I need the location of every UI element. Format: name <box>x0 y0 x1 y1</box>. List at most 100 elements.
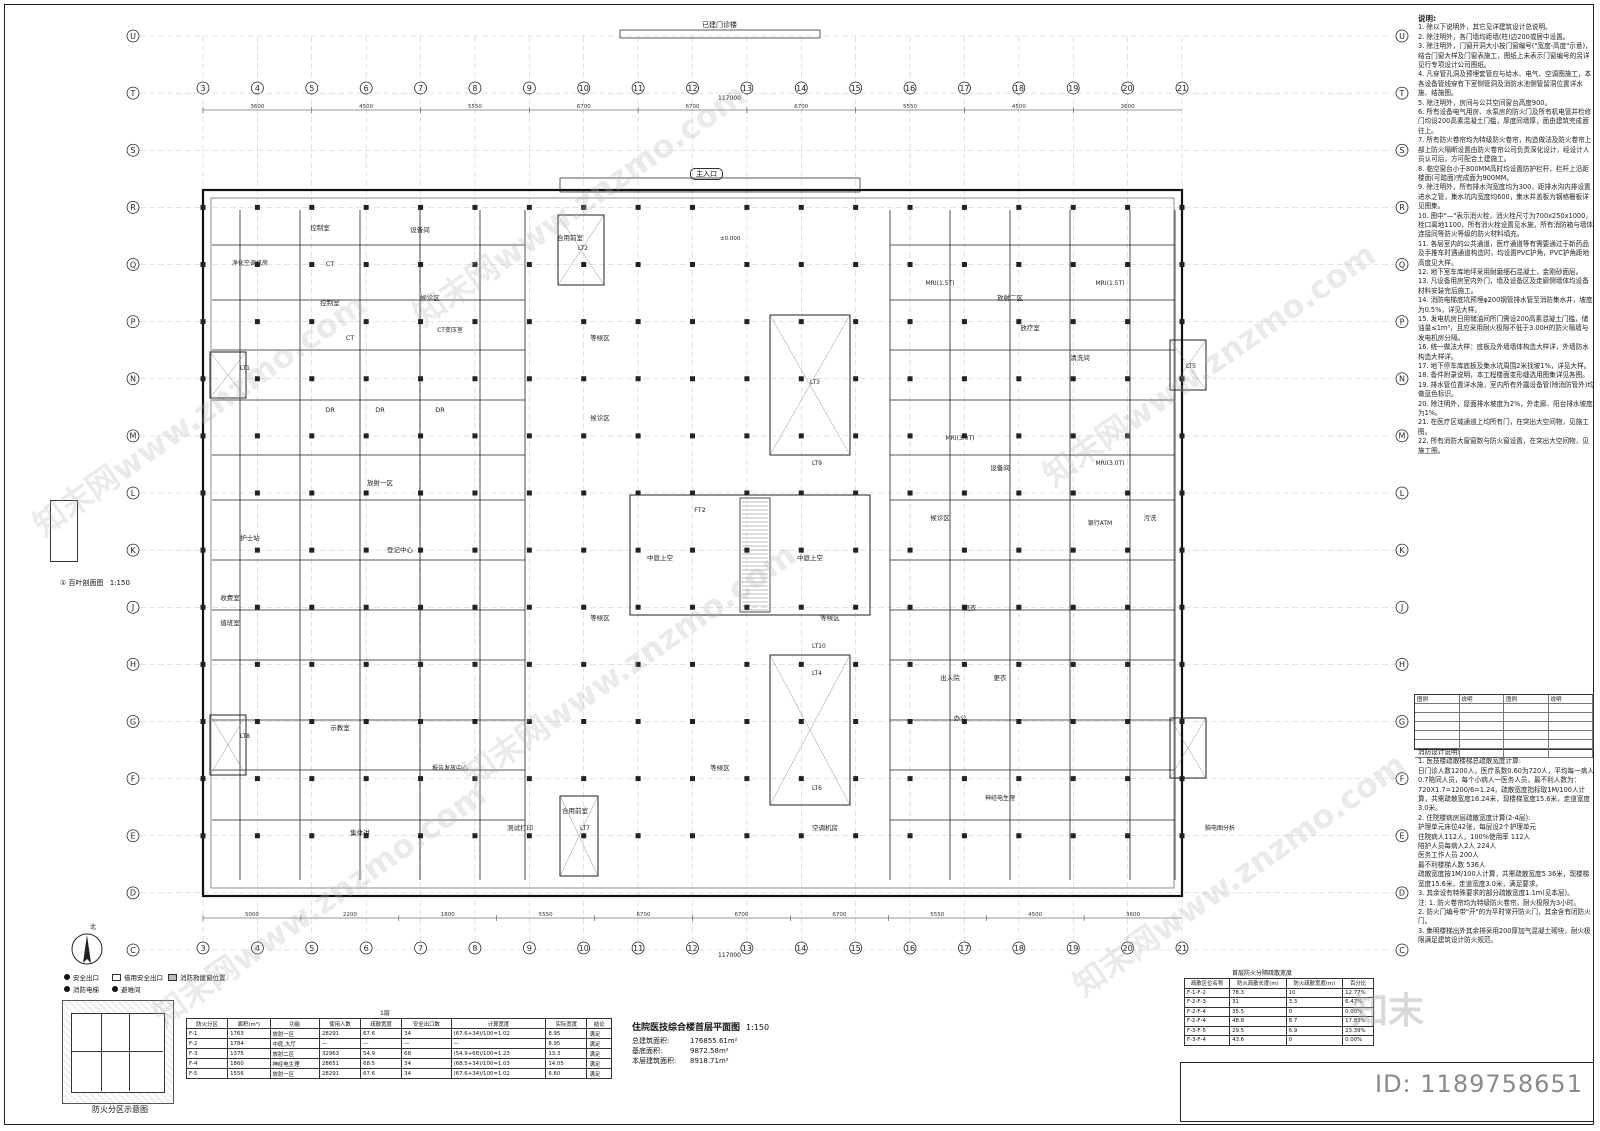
grid-column-label: 10 <box>579 84 589 93</box>
note-item: 3. 除注明外，门窗开洞大小按门窗编号("宽度-高度"示意)，结合门窗大样及门窗… <box>1418 42 1592 70</box>
grid-row-label: R <box>1399 203 1405 212</box>
dimension-bottom: 3600 <box>1126 912 1140 918</box>
table-cell: F-3 <box>185 1048 229 1059</box>
room-label: 收费室 <box>220 593 240 602</box>
table-cell: 0 <box>1285 1035 1344 1046</box>
legend-fire-elevator: 消防电梯 <box>64 984 99 994</box>
table-header-cell: 疏散区位名称 <box>1183 978 1231 989</box>
dimension-top: 6700 <box>794 104 808 110</box>
grid-row-bubble: M <box>1395 429 1409 443</box>
grid-row-bubble: D <box>126 886 140 900</box>
table-cell: — <box>318 1038 362 1049</box>
top-building-label: 已建门诊楼 <box>702 21 737 29</box>
grid-row-bubble: D <box>1395 886 1409 900</box>
note-item: 13. 凡设备用房室内外门，墙及设备区及走廊侧墙体均设备材料安装完后施工。 <box>1418 277 1589 295</box>
evac-note-item: 1. 医技楼疏散楼梯总疏散宽度计算: <box>1418 757 1521 766</box>
grid-row-label: F <box>1400 774 1405 783</box>
room-label: DR <box>375 406 385 414</box>
grid-column-label: 15 <box>851 84 861 93</box>
grid-column-label: 6 <box>364 84 369 93</box>
table-header-cell: 实际宽度 <box>545 1018 588 1029</box>
core <box>209 714 247 776</box>
grid-row-bubble: E <box>1395 829 1409 843</box>
table-cell: — <box>401 1038 452 1049</box>
table-cell: F-1 <box>185 1028 229 1039</box>
core <box>209 351 247 399</box>
dimension-top: 4500 <box>1012 104 1026 110</box>
table-cell: 中庭,大厅 <box>269 1038 320 1049</box>
table-header-cell: 疏散宽度 <box>360 1018 403 1029</box>
table-cell: 0.00% <box>1342 1035 1374 1046</box>
dimension-bottom: 6700 <box>832 912 846 918</box>
grid-row-label: N <box>130 375 136 384</box>
room-label: DR <box>325 406 335 414</box>
grid-column-bubble: 15 <box>849 941 863 955</box>
main-entrance-label: 主入口 <box>690 168 723 180</box>
dimension-bottom: 5000 <box>245 912 259 918</box>
dimension-bottom: 4500 <box>1028 912 1042 918</box>
note-item: 19. 排水管位置详水施，室内所有外露设备管(除消防管外)均做蓝色标识。 <box>1418 380 1594 399</box>
grid-column-bubble: 18 <box>1012 81 1026 95</box>
room-label: 集体讲 <box>350 828 370 837</box>
grid-row-bubble: Q <box>126 258 140 271</box>
table-cell: 67.6 <box>360 1028 403 1039</box>
table-cell: F-2-F-4 <box>1183 1016 1231 1027</box>
note-item: 16. 统一做法大样：底板及外墙墙体构造大样详，外墙防水构造大样详。 <box>1418 343 1589 361</box>
room-label: 污洗 <box>1144 513 1158 522</box>
table-cell: (54.9+68)/100=1.23 <box>450 1048 547 1059</box>
legend-row <box>1415 704 1593 713</box>
stair-label: LT4 <box>812 670 822 677</box>
grid-row-bubble: H <box>126 657 140 671</box>
evac-note-item: 陪护人员每病人2人 224人 <box>1418 842 1497 851</box>
total-dimension-bottom: 117000 <box>718 952 741 959</box>
refuge-room-icon <box>112 986 118 992</box>
table-cell: 68 <box>401 1048 452 1059</box>
room-label: DR <box>435 406 445 414</box>
legend-cell <box>1415 704 1460 712</box>
stair-label: LT1 <box>240 365 250 372</box>
level-mark: ±0.000 <box>720 236 741 242</box>
grid-column-bubble: 6 <box>359 81 373 95</box>
note-item: 2. 除注明外，各门墙均距墙(柱)边200或居中设置。 <box>1418 32 1570 41</box>
table-cell: 34 <box>401 1058 452 1069</box>
fire-zone-map <box>62 1000 174 1104</box>
legend-cell <box>1415 731 1460 739</box>
dimension-top: 3600 <box>250 104 264 110</box>
table-cell: F-4 <box>185 1058 229 1069</box>
table-cell: 29.5 <box>1229 1025 1287 1036</box>
grid-column-label: 19 <box>1068 944 1078 953</box>
core <box>559 795 599 877</box>
evac-note-item: 最不利楼梯人数 536人 <box>1418 860 1486 869</box>
note-item: 14. 消防电梯底坑预埋φ200钢管排水管至消防集水井，坡度为0.5%，详见大样… <box>1418 296 1593 314</box>
title-block <box>1180 1062 1594 1122</box>
grid-row-bubble: N <box>1395 372 1409 386</box>
table-cell: 10 <box>1285 987 1344 998</box>
grid-column-bubble: 3 <box>196 941 210 955</box>
table-cell: 78.3 <box>1229 987 1287 998</box>
table-cell: (67.6+34)/100=1.02 <box>450 1068 547 1079</box>
table-cell: F-2-F-4 <box>1183 1006 1231 1017</box>
table-cell: 1784 <box>227 1038 271 1049</box>
room-label: 更衣 <box>964 603 978 612</box>
table-cell: — <box>450 1038 547 1049</box>
legend-cell: 说明 <box>1549 695 1593 703</box>
grid-row-bubble: K <box>126 543 140 557</box>
grid-column-bubble: 6 <box>359 941 373 955</box>
grid-column-label: 3 <box>200 84 205 93</box>
note-item: 20. 除注明外，屋面排水坡度为2%，外走廊、阳台排水坡度为1%。 <box>1418 399 1593 418</box>
table-cell: 67.6 <box>360 1068 403 1079</box>
note-item: 18. 备件附录说明，本工程楼面变形缝选用图集详见各图。 <box>1418 371 1589 380</box>
legend-cell <box>1415 713 1460 721</box>
room-label: 示教室 <box>330 723 350 732</box>
note-item: 21. 在医疗区域通道上均所有门，在突出大空间物，见施工图。 <box>1418 418 1589 436</box>
grid-column-bubble: 12 <box>686 941 699 955</box>
table-cell: 54.9 <box>360 1048 403 1059</box>
table-cell: 28651 <box>318 1058 362 1069</box>
table-cell: 34 <box>401 1068 452 1079</box>
room-label: 脑电图分析 <box>1205 824 1235 832</box>
grid-column-label: 17 <box>959 944 969 953</box>
grid-row-bubble: C <box>126 943 140 957</box>
